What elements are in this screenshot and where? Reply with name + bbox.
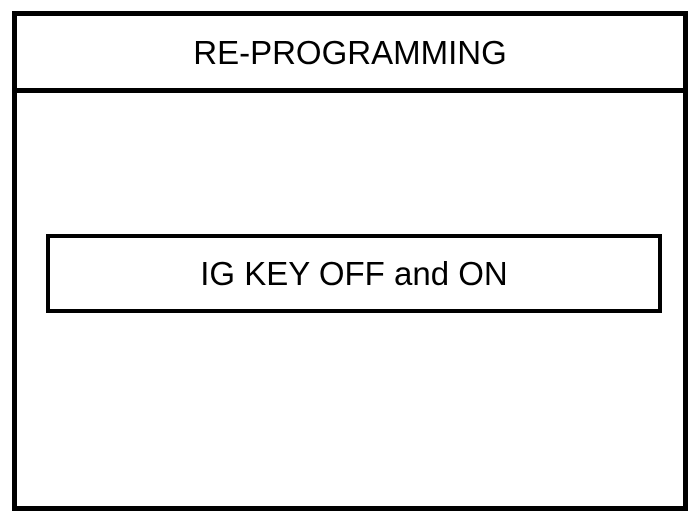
screen-body: IG KEY OFF and ON <box>17 93 683 511</box>
ig-key-message-text: IG KEY OFF and ON <box>200 255 508 292</box>
screen-header: RE-PROGRAMMING <box>17 16 683 93</box>
screen-title: RE-PROGRAMMING <box>193 33 507 71</box>
reprogramming-screen: RE-PROGRAMMING IG KEY OFF and ON <box>12 11 688 511</box>
ig-key-message-box: IG KEY OFF and ON <box>46 234 662 313</box>
